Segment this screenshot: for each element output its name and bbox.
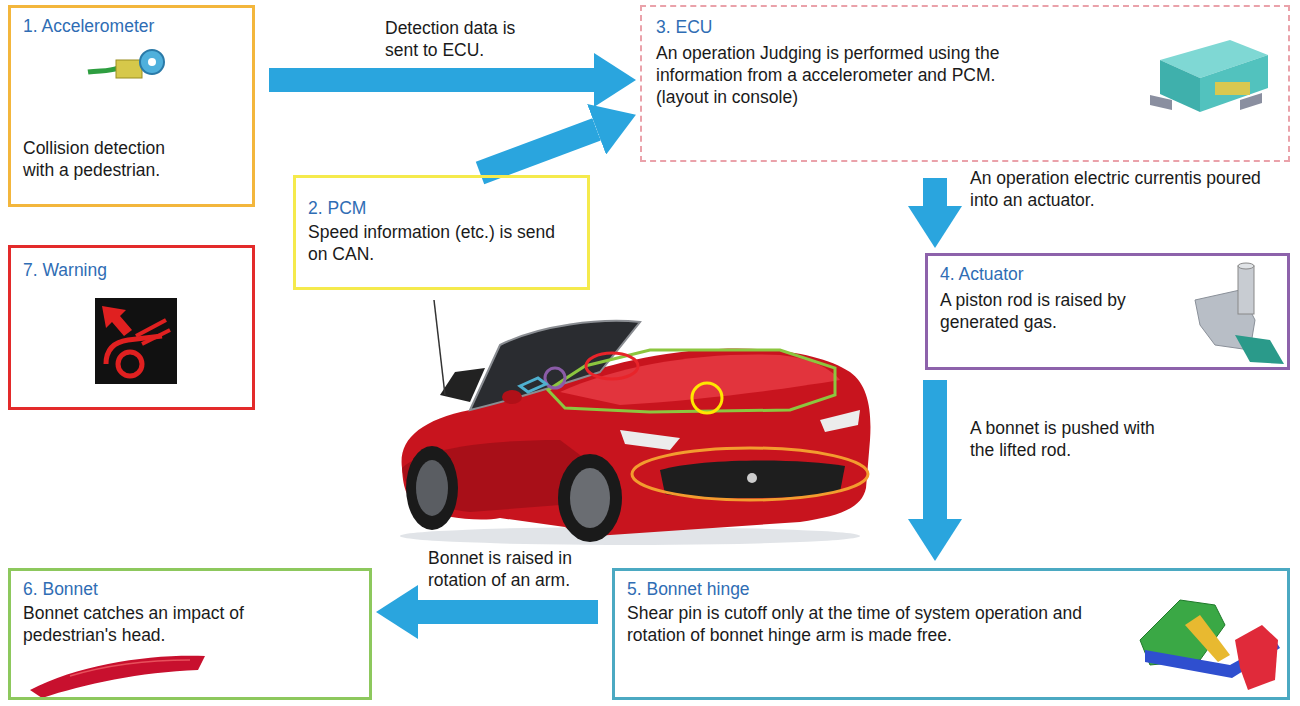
ecu-icon [1150, 95, 1172, 110]
flow-arrow [923, 380, 947, 519]
box-heading: 2. PCM [308, 198, 575, 220]
actuator-box: 4. Actuator A piston rod is raised by gen… [925, 253, 1290, 370]
box-body: Shear pin is cutoff only at the time of … [627, 603, 1097, 647]
flow-arrow [269, 68, 594, 92]
part-highlight [545, 368, 565, 388]
car-photo [400, 300, 870, 545]
car-photo [502, 390, 522, 404]
box-body: An operation Judging is performed using … [656, 43, 1031, 109]
box-body: Speed information (etc.) is send on CAN. [308, 222, 575, 266]
flow-arrow [923, 178, 947, 206]
box-heading: 3. ECU [656, 17, 1274, 39]
flow-arrow [418, 600, 598, 624]
warning-icon [118, 352, 142, 376]
sensor-box: 1. AccelerometerCollision detection with… [8, 5, 255, 207]
car-photo [406, 446, 458, 530]
part-highlight [586, 353, 638, 379]
car-photo [402, 348, 871, 535]
ecu-icon [1150, 40, 1268, 112]
pcm-box: 2. PCMSpeed information (etc.) is send o… [293, 175, 590, 290]
box-heading: 1. Accelerometer [23, 16, 240, 38]
bonnet-box: 6. BonnetBonnet catches an impact of ped… [8, 568, 372, 700]
flow-arrow [480, 129, 597, 173]
part-highlight [520, 378, 546, 392]
box-body: Bonnet catches an impact of pedestrian's… [23, 603, 283, 647]
bonnet-icon [70, 660, 190, 676]
box-heading: 4. Actuator [940, 264, 1275, 286]
car-photo [440, 368, 485, 402]
bonnet-icon [30, 656, 205, 698]
warning-box: 7. Warning [8, 245, 255, 410]
ecu-icon [1215, 82, 1250, 95]
part-highlight [692, 383, 722, 413]
car-photo [434, 300, 445, 395]
actuator-icon [1238, 266, 1254, 314]
warning-icon [95, 298, 177, 384]
warning-icon [102, 306, 132, 336]
car-photo [747, 473, 757, 483]
actuator-icon [1195, 263, 1284, 364]
edge-label: A bonnet is pushed with the lifted rod. [970, 418, 1180, 462]
box-heading: 5. Bonnet hinge [627, 579, 1275, 601]
box-body: Collision detection with a pedestrian. [23, 138, 198, 182]
accelerometer-icon [140, 50, 164, 74]
part-highlight [632, 448, 868, 500]
part-highlight [520, 350, 868, 500]
actuator-icon [1235, 335, 1284, 364]
edge-label: Detection data is sent to ECU. [385, 18, 550, 62]
car-photo [558, 454, 622, 542]
ecu-box: 3. ECU An operation Judging is performed … [640, 5, 1290, 162]
accelerometer-icon [148, 58, 156, 66]
ecu-icon [1240, 93, 1262, 110]
car-photo [416, 460, 448, 516]
hinge-box: 5. Bonnet hingeShear pin is cutoff only … [612, 568, 1290, 700]
edge-label: An operation electric currentis poured i… [970, 168, 1270, 212]
car-photo [570, 468, 610, 528]
part-highlight [548, 350, 835, 412]
box-body: A piston rod is raised by generated gas. [940, 290, 1145, 334]
hinge-icon [1235, 625, 1278, 690]
warning-icon [95, 298, 177, 384]
box-heading: 7. Warning [23, 260, 240, 282]
bonnet-icon [30, 656, 205, 698]
actuator-icon [1238, 263, 1254, 269]
accelerometer-icon [88, 50, 164, 78]
accelerometer-icon [88, 68, 118, 72]
car-photo [820, 410, 860, 432]
car-photo [660, 460, 845, 498]
accelerometer-icon [116, 60, 142, 78]
hinge-icon [1140, 600, 1280, 690]
box-heading: 6. Bonnet [23, 579, 357, 601]
warning-icon [142, 330, 170, 344]
ecu-icon [1200, 55, 1268, 112]
hinge-icon [1185, 615, 1230, 662]
edge-label: Bonnet is raised in rotation of an arm. [428, 548, 593, 592]
car-photo [620, 430, 680, 450]
